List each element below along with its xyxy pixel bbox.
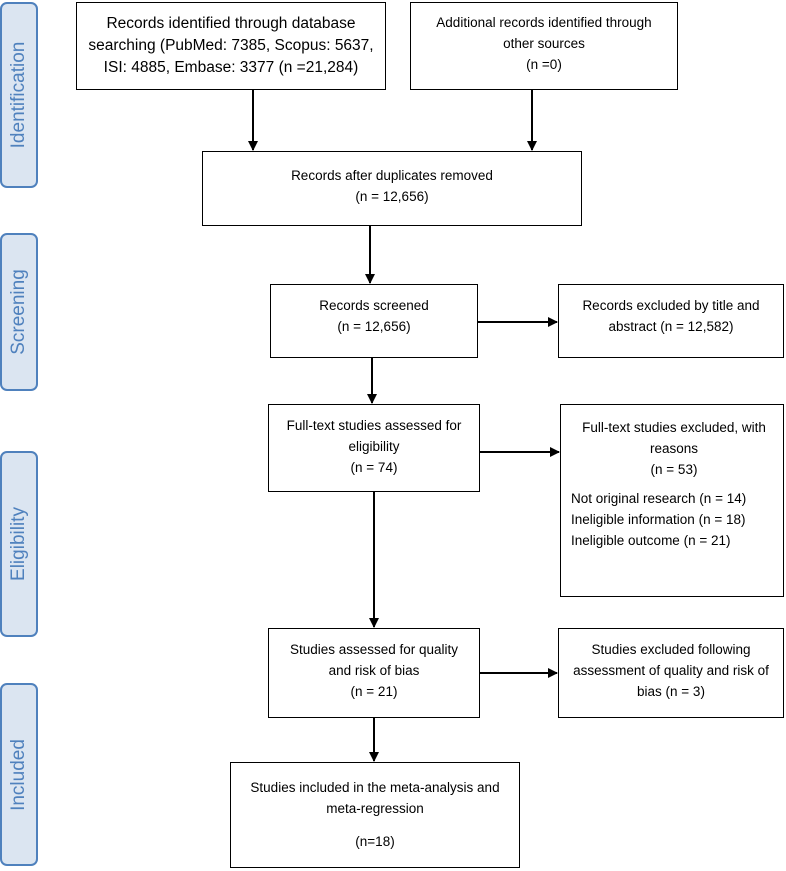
box-line: (n = 12,656): [355, 189, 429, 204]
exclusion-reason: Not original research (n = 14): [571, 491, 747, 506]
box-line: assessment of quality and risk of: [573, 663, 769, 678]
box-line: abstract (n = 12,582): [608, 319, 734, 334]
box-line: (n=18): [355, 834, 395, 849]
box-line: and risk of bias: [328, 663, 420, 678]
box-fulltext-assessed: Full-text studies assessed for eligibili…: [268, 404, 480, 492]
box-line: eligibility: [348, 439, 400, 454]
box-line: searching (PubMed: 7385, Scopus: 5637,: [88, 37, 374, 54]
box-line: (n = 74): [350, 460, 398, 475]
box-database-records: Records identified through database sear…: [76, 2, 386, 90]
box-line: Full-text studies assessed for: [286, 418, 462, 433]
box-line: Full-text studies excluded, with: [582, 420, 766, 435]
box-line: (n = 21): [350, 684, 398, 699]
box-line: other sources: [503, 36, 585, 51]
box-line: ISI: 4885, Embase: 3377 (n =21,284): [103, 59, 359, 76]
box-line: (n =0): [526, 57, 562, 72]
box-line: Studies assessed for quality: [289, 642, 459, 657]
box-records-screened: Records screened (n = 12,656): [270, 284, 478, 358]
box-records-excluded: Records excluded by title and abstract (…: [558, 284, 784, 358]
box-line: bias (n = 3): [637, 684, 705, 699]
stage-eligibility: Eligibility: [0, 451, 38, 637]
box-line: Additional records identified through: [436, 15, 652, 30]
stage-identification: Identification: [0, 2, 38, 188]
stage-included: Included: [0, 683, 38, 866]
box-quality-assessed: Studies assessed for quality and risk of…: [268, 628, 480, 718]
exclusion-reason: Ineligible information (n = 18): [571, 512, 746, 527]
box-line: Studies included in the meta-analysis an…: [250, 780, 500, 795]
box-line: Records screened: [319, 298, 429, 313]
box-included-studies: Studies included in the meta-analysis an…: [230, 762, 520, 868]
box-additional-records: Additional records identified through ot…: [410, 2, 678, 90]
box-fulltext-excluded: Full-text studies excluded, with reasons…: [560, 404, 784, 597]
box-line: (n = 12,656): [337, 319, 411, 334]
box-line: meta-regression: [326, 801, 424, 816]
exclusion-reason: Ineligible outcome (n = 21): [571, 533, 731, 548]
box-duplicates-removed: Records after duplicates removed (n = 12…: [202, 151, 582, 226]
box-line: (n = 53): [650, 462, 698, 477]
box-line: Studies excluded following: [591, 642, 751, 657]
box-line: Records excluded by title and: [582, 298, 760, 313]
box-line: Records after duplicates removed: [291, 168, 493, 183]
box-line: reasons: [649, 441, 699, 456]
box-quality-excluded: Studies excluded following assessment of…: [558, 628, 784, 718]
box-line: Records identified through database: [106, 15, 356, 32]
stage-screening: Screening: [0, 233, 38, 391]
